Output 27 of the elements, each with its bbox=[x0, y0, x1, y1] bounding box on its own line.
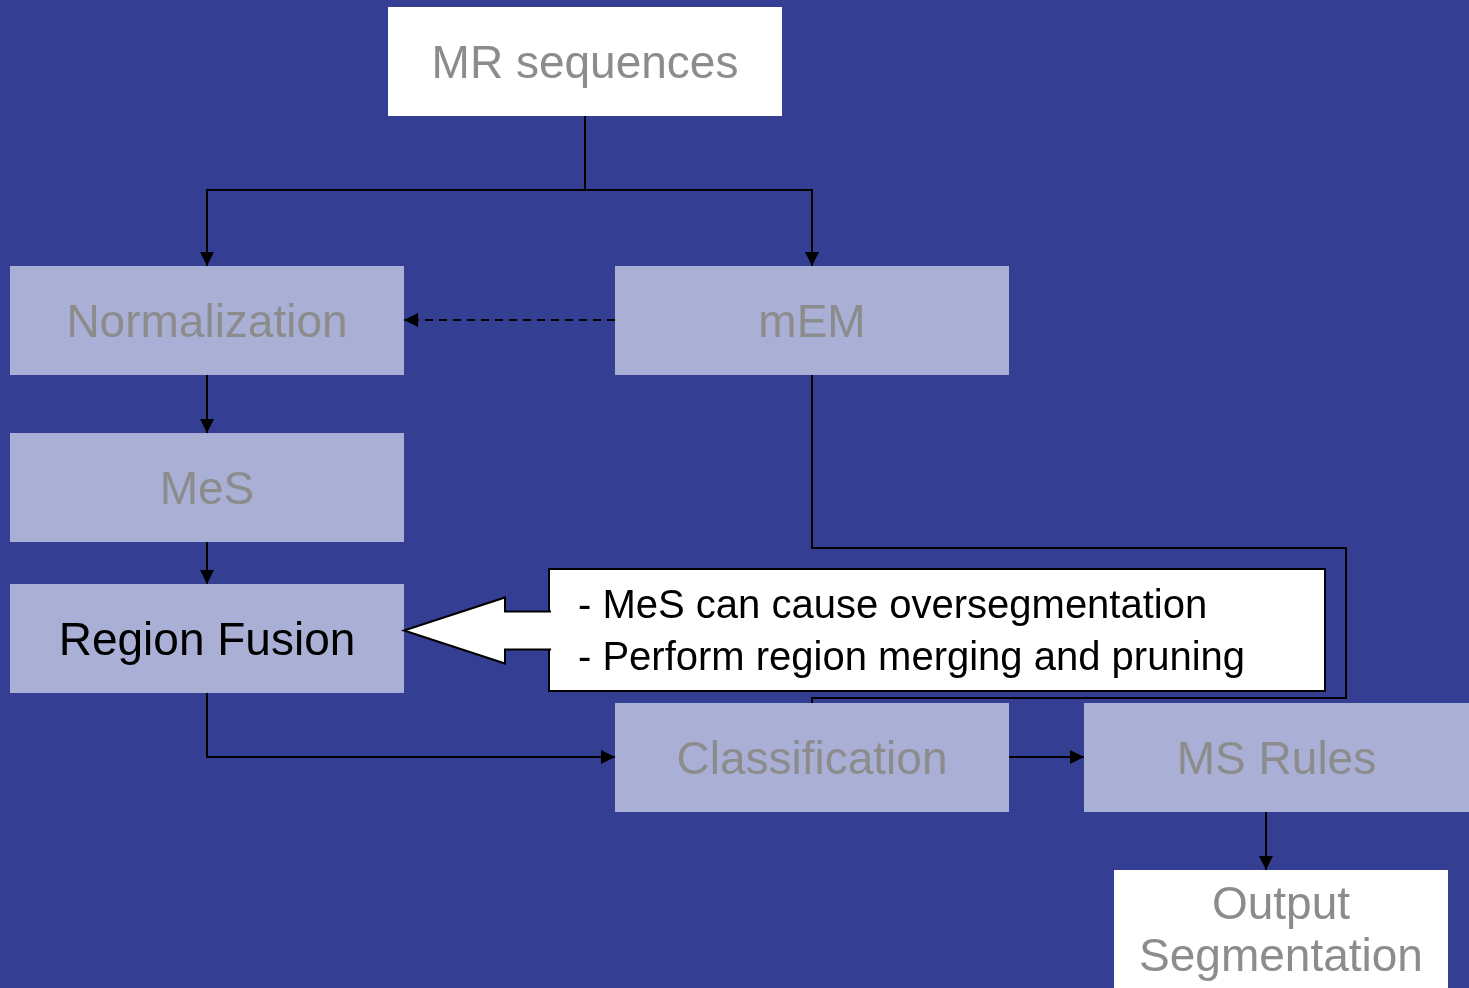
process-box bbox=[10, 584, 404, 693]
process-box bbox=[1084, 703, 1469, 812]
box-label: MeS bbox=[159, 461, 255, 514]
note-text: - MeS can cause oversegmentation bbox=[578, 581, 1208, 628]
arrow bbox=[1008, 750, 1085, 764]
arrow bbox=[584, 115, 819, 267]
process-box bbox=[615, 703, 1009, 812]
process-box bbox=[10, 433, 404, 542]
arrow bbox=[200, 374, 214, 434]
box-label: Region Fusion bbox=[58, 612, 356, 665]
process-box bbox=[615, 266, 1009, 375]
arrow bbox=[206, 692, 616, 764]
process-box bbox=[10, 266, 404, 375]
box-label: Classification bbox=[676, 731, 948, 784]
process-box bbox=[388, 7, 782, 116]
callout-arrow bbox=[400, 596, 552, 665]
box-label: MS Rules bbox=[1176, 731, 1377, 784]
arrow bbox=[1259, 811, 1273, 871]
arrow bbox=[403, 313, 616, 327]
box-label: mEM bbox=[758, 294, 866, 347]
process-box bbox=[1114, 870, 1448, 988]
arrow bbox=[200, 541, 214, 585]
box-label: MR sequences bbox=[431, 35, 739, 88]
box-label: Output Segmentation bbox=[1138, 877, 1424, 981]
box-label: Normalization bbox=[66, 294, 348, 347]
callout-box bbox=[548, 568, 1326, 692]
note-text: - Perform region merging and pruning bbox=[578, 633, 1245, 680]
